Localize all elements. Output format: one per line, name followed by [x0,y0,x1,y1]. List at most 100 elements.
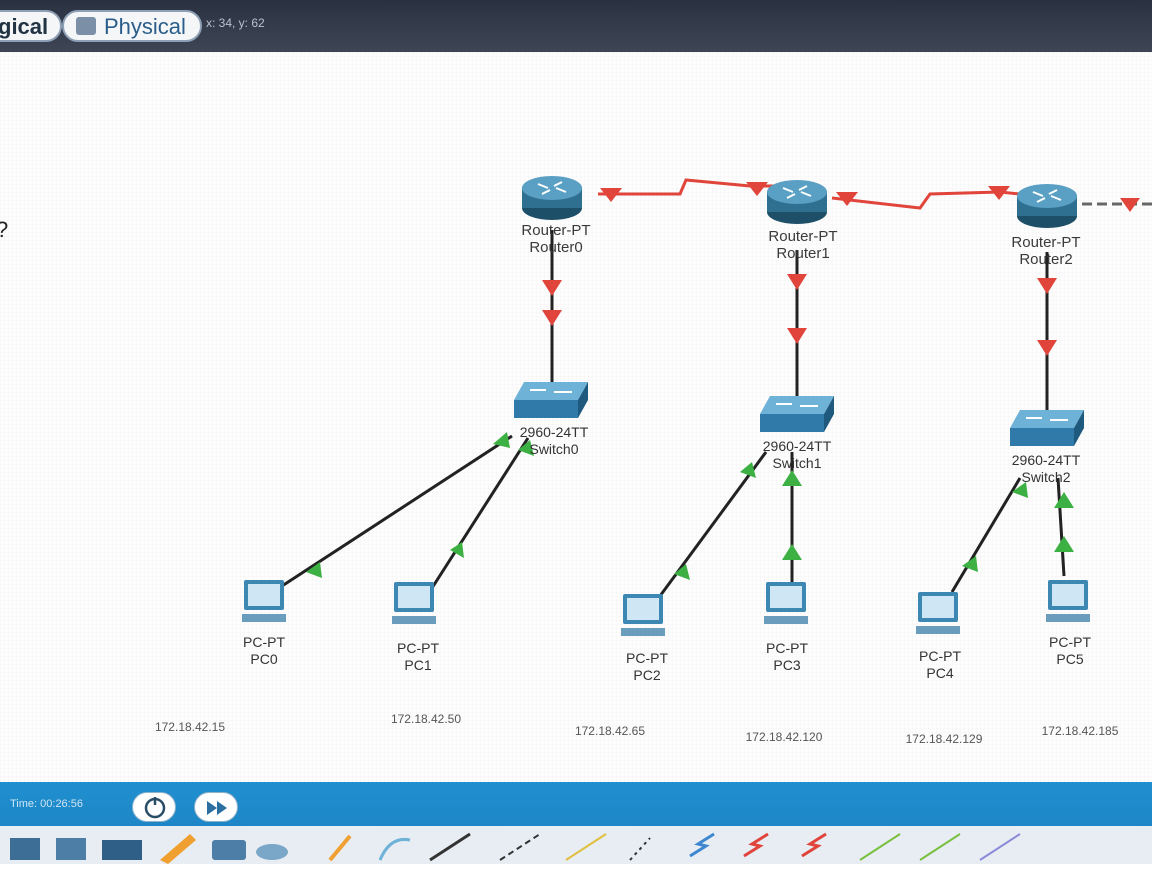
link-switch0-pc0[interactable] [281,434,513,588]
switch-label: 2960-24TT Switch2 [1012,452,1080,486]
pc-model: PC-PT [626,650,668,666]
pc-model: PC-PT [397,640,439,656]
pc-icon[interactable] [621,594,665,636]
serial-dce-cable-icon[interactable] [689,832,715,858]
switch-category-icon[interactable] [102,840,142,860]
switch-model: 2960-24TT [519,424,589,440]
port-up-indicator [493,432,510,448]
pc-label: PC-PT PC4 [919,648,961,682]
ethernet-port-down-indicator [1037,340,1057,356]
serial-port-down-indicator [1120,198,1140,212]
ethernet-port-down-indicator [787,328,807,344]
ethernet-port-down-indicator [542,310,562,326]
simulation-time: Time: 00:26:56 [10,798,83,810]
pc-icon[interactable] [764,582,808,624]
serial-dte-cable-icon[interactable] [743,832,769,858]
serial-port-down-indicator [988,186,1010,200]
serial-port-down-indicator [746,182,768,196]
connections-category-icon[interactable] [160,834,196,864]
logical-workspace[interactable]: ? [0,52,1152,782]
ip-note[interactable]: 172.18.42.65 [574,724,646,738]
port-up-indicator [450,542,464,558]
switch-icon[interactable] [760,396,834,432]
top-toolbar: gical Physical x: 34, y: 62 [0,0,1152,52]
port-up-indicator [740,462,756,478]
ip-note[interactable]: 172.18.42.15 [154,720,226,734]
switch-icon[interactable] [514,382,588,418]
logical-view-button[interactable]: gical [0,10,62,42]
pc-label: PC-PT PC0 [243,634,285,668]
serial-link-router1-router2[interactable] [831,190,1041,210]
serial-cable-icon[interactable] [801,832,827,858]
physical-view-label: Physical [104,14,186,39]
ethernet-port-down-indicator [787,274,807,290]
auto-connection-icon[interactable] [328,834,352,862]
port-up-indicator [1054,492,1074,508]
switch-label: 2960-24TT Switch0 [520,424,588,458]
ethernet-port-down-indicator [542,280,562,296]
pc-icon[interactable] [916,592,960,634]
octal-cable-icon[interactable] [859,833,901,861]
crossover-cable-icon[interactable] [499,833,541,861]
link-switch2-pc4[interactable] [950,477,1022,593]
ip-note[interactable]: 172.18.42.129 [905,732,983,746]
straight-cable-icon[interactable] [429,832,471,862]
router-label: Router-PT Router0 [521,222,590,256]
physical-view-button[interactable]: Physical [62,10,202,42]
port-up-indicator [782,470,802,486]
router-icon[interactable] [522,176,582,220]
end-device-category-icon[interactable] [10,838,40,860]
router-name: Router2 [1019,251,1073,268]
switch-name: Switch2 [1021,469,1071,485]
pc-name: PC2 [633,667,661,683]
power-cycle-button[interactable] [132,792,176,822]
left-edge-glyph: ? [0,217,8,243]
pc-model: PC-PT [1049,634,1091,650]
pc-label: PC-PT PC3 [766,640,808,674]
ip-note[interactable]: 172.18.42.50 [390,712,462,726]
pc-model: PC-PT [243,634,285,650]
device-palette [0,826,1152,864]
port-up-indicator [1054,536,1074,552]
pc-name: PC1 [404,657,432,673]
fast-forward-icon [207,801,227,815]
wireless-category-icon[interactable] [256,844,288,860]
switch-name: Switch0 [529,441,579,457]
link-switch0-pc1[interactable] [430,437,530,589]
console-cable-icon[interactable] [378,837,411,861]
pc-model: PC-PT [766,640,808,656]
router-icon[interactable] [767,180,827,224]
switch-icon[interactable] [1010,410,1084,446]
router-name: Router1 [776,245,830,262]
serial-port-down-indicator [836,192,858,206]
router-icon[interactable] [1017,184,1077,228]
ip-note[interactable]: 172.18.42.185 [1041,724,1119,738]
palette-icons [10,832,1021,864]
simulation-bar: Time: 00:26:56 [0,782,1152,864]
serial-port-down-indicator [600,188,622,202]
pc-name: PC5 [1056,651,1084,667]
router-model: Router-PT [768,228,838,245]
fiber-cable-icon[interactable] [565,833,607,861]
switch-model: 2960-24TT [1011,452,1081,468]
pc-name: PC0 [250,651,278,667]
pc-icon[interactable] [242,580,286,622]
switch-label: 2960-24TT Switch1 [763,438,831,472]
cursor-coordinates: x: 34, y: 62 [206,16,265,30]
port-up-indicator [1012,482,1028,498]
link-switch2-pc5[interactable] [1056,477,1066,577]
hub-category-icon[interactable] [212,840,246,860]
pc-icon[interactable] [392,582,436,624]
pc-label: PC-PT PC2 [626,650,668,684]
logical-view-label: gical [0,14,49,39]
ip-note[interactable]: 172.18.42.120 [745,730,823,744]
network-device-category-icon[interactable] [56,838,86,860]
phone-cable-icon[interactable] [629,837,651,861]
router-label: Router-PT Router2 [1011,234,1080,268]
fast-forward-button[interactable] [194,792,238,822]
router-name: Router0 [529,239,583,256]
usb-cable-icon[interactable] [979,833,1021,861]
iot-cable-icon[interactable] [919,833,961,861]
pc-icon[interactable] [1046,580,1090,622]
switch-model: 2960-24TT [762,438,832,454]
